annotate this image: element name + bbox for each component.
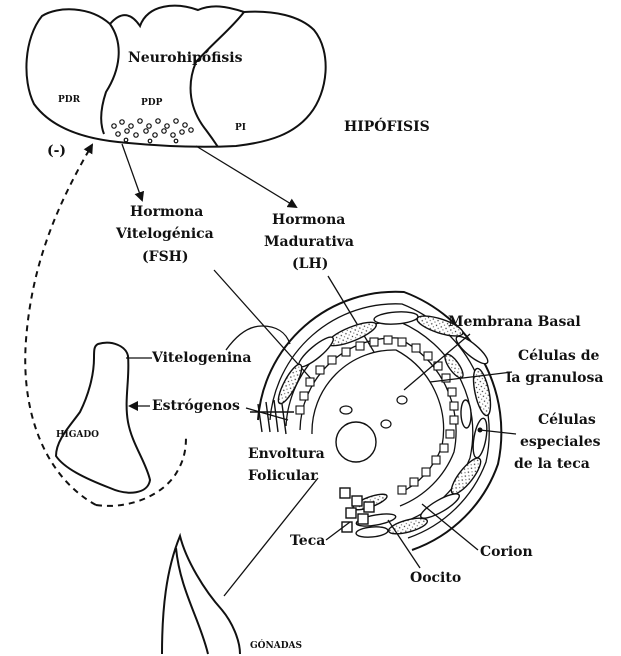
follicle-granulosa-inner	[300, 338, 456, 506]
theca-cell	[374, 310, 419, 325]
fsh-label-line2: Vitelogénica	[115, 226, 214, 242]
gonads-label: GÓNADAS	[250, 639, 302, 651]
hypophysis-title: HIPÓFISIS	[344, 117, 430, 135]
vitellogenin-to-follicle-curve	[226, 326, 290, 350]
pdp-label: PDP	[141, 98, 163, 108]
gonads	[162, 536, 240, 654]
arrow-to-fsh	[122, 144, 142, 200]
gonad-inner-fold	[176, 548, 208, 654]
oocyte-inclusion	[340, 406, 352, 414]
chorion-label: Corion	[480, 544, 533, 560]
pi-label: PI	[235, 123, 246, 133]
granulosa-cells	[296, 336, 458, 494]
fsh-label-line3: (FSH)	[142, 249, 189, 265]
envelope-label-line1: Envoltura	[248, 446, 325, 462]
negative-feedback-label: (-)	[47, 143, 66, 159]
oocyte-inclusion	[397, 396, 407, 404]
oocyte-nucleus	[336, 422, 376, 462]
theca-cell	[471, 417, 490, 458]
fsh-label-line1: Hormona	[130, 204, 203, 220]
ovarian-follicle	[250, 292, 501, 550]
oocyte-label: Oocito	[410, 570, 461, 586]
special-theca-label-line3: de la teca	[514, 456, 590, 472]
granulosa-label-line2: la granulosa	[506, 370, 603, 386]
estrogens-label: Estrógenos	[152, 398, 240, 414]
neurohypophysis-label: Neurohipófisis	[128, 50, 243, 66]
negative-feedback-dashed-arrow	[25, 145, 96, 505]
liver-to-gonad-dashed-line	[96, 434, 186, 506]
special-theca-leader-dot	[478, 428, 483, 433]
lh-label-line3: (LH)	[292, 256, 328, 272]
theca-cell	[461, 400, 472, 428]
theca-label: Teca	[290, 533, 325, 549]
special-theca-label-line2: especiales	[520, 434, 601, 450]
pdr-label: PDR	[58, 95, 81, 105]
theca-cell	[453, 333, 491, 368]
lh-label-line1: Hormona	[272, 212, 345, 228]
oocyte-inclusion	[381, 420, 391, 428]
hypophysis	[26, 6, 325, 147]
liver-label: HÍGADO	[56, 428, 99, 440]
lh-label-line2: Madurativa	[264, 234, 354, 250]
neurohypophysis-boundary	[101, 12, 244, 147]
special-theca-label-line1: Células	[538, 412, 596, 428]
arrow-to-lh	[196, 146, 296, 207]
basal-membrane-label: Membrana Basal	[448, 314, 581, 330]
liver-outline	[56, 343, 150, 493]
theca-cell	[356, 526, 389, 539]
pdp-granules	[112, 119, 193, 143]
vitellogenin-label: Vitelogenina	[151, 350, 251, 366]
granulosa-label-line1: Células de	[518, 348, 599, 364]
envelope-label-line2: Folicular	[248, 468, 318, 484]
hypophysis-outline	[26, 6, 325, 147]
gonad-outline	[162, 536, 240, 654]
